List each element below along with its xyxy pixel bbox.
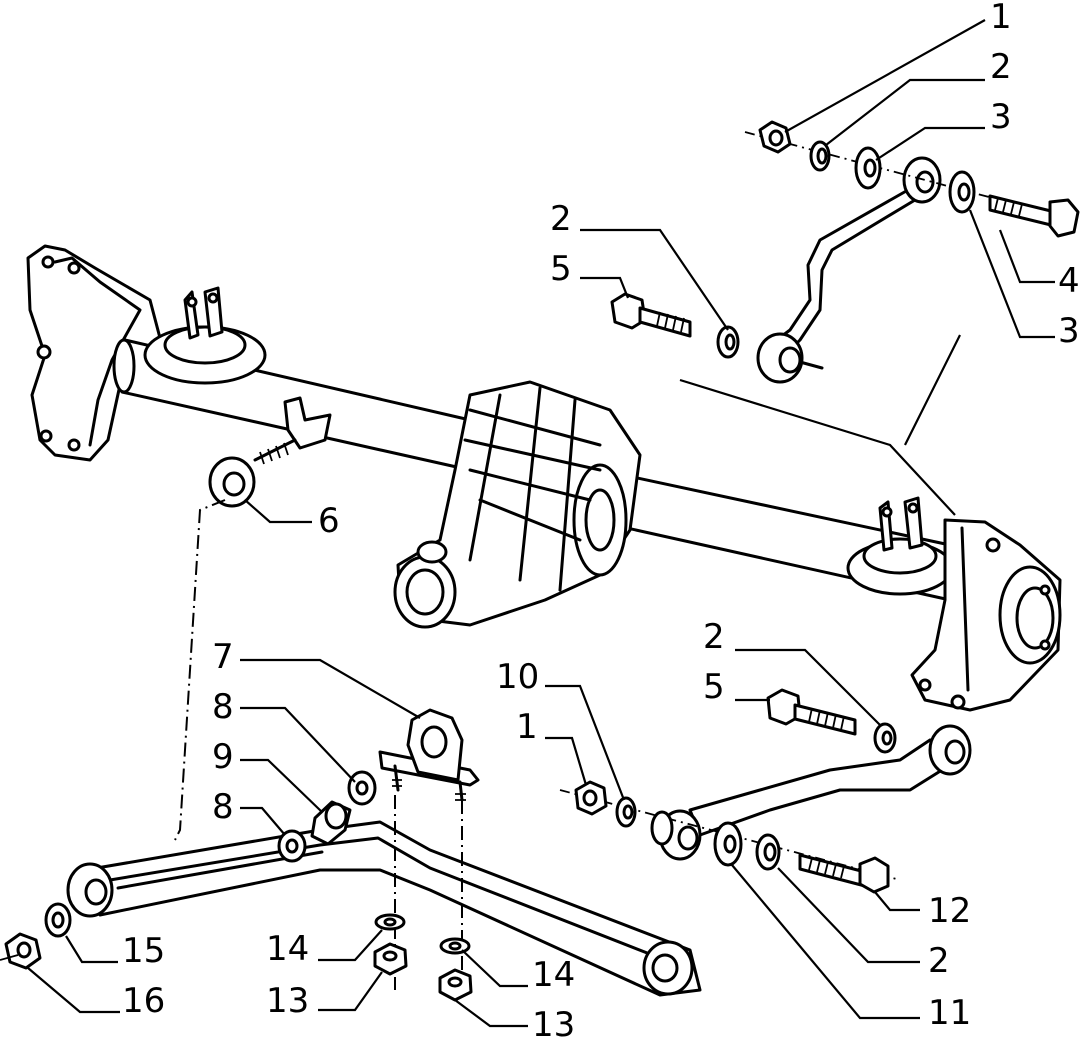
callout-1: 1: [990, 0, 1012, 37]
leader-lines: [27, 19, 1055, 1028]
callout-2: 2: [990, 47, 1012, 87]
axle-stud-bracket: [283, 396, 332, 450]
callout-10: 10: [496, 657, 539, 697]
differential-housing: [393, 380, 642, 629]
callout-8: 8: [212, 687, 234, 727]
callout-3: 3: [990, 97, 1012, 137]
bolt-5-upper-group: [610, 292, 740, 359]
callout-11: 11: [928, 993, 971, 1033]
callout-2: 2: [703, 617, 725, 657]
upper-hardware: [744, 120, 1080, 238]
callout-5: 5: [703, 667, 725, 707]
stabilizer-bar-arm: [66, 820, 702, 997]
bolt-4: [988, 194, 1057, 228]
bracket-fasteners: [373, 795, 473, 1002]
upper-link-rod: [756, 156, 942, 384]
callout-12: 12: [928, 891, 971, 931]
callout-14: 14: [266, 929, 309, 969]
callout-16: 16: [122, 981, 165, 1021]
bolt-12: [798, 853, 867, 888]
callout-15: 15: [122, 931, 165, 971]
callout-7: 7: [212, 637, 234, 677]
mounting-bracket-7: [378, 708, 480, 802]
callout-14: 14: [532, 955, 575, 995]
callout-4: 4: [1058, 261, 1080, 301]
callout-3: 3: [1058, 311, 1080, 351]
callout-labels: 1 2 3 2 5 4 3 6 7 8 9 8 2 5 10 1 12 2 11…: [122, 0, 1080, 1040]
centerline-6: [174, 499, 226, 841]
callout-6: 6: [318, 501, 340, 541]
lower-link-hardware: [574, 688, 897, 894]
callout-9: 9: [212, 737, 234, 777]
callout-2: 2: [928, 941, 950, 981]
callout-2: 2: [550, 199, 572, 239]
rear-axle-assembly: [26, 244, 1062, 712]
callout-1: 1: [516, 707, 538, 747]
callout-13: 13: [532, 1005, 575, 1040]
callout-5: 5: [550, 249, 572, 289]
callout-13: 13: [266, 981, 309, 1021]
callout-8: 8: [212, 787, 234, 827]
